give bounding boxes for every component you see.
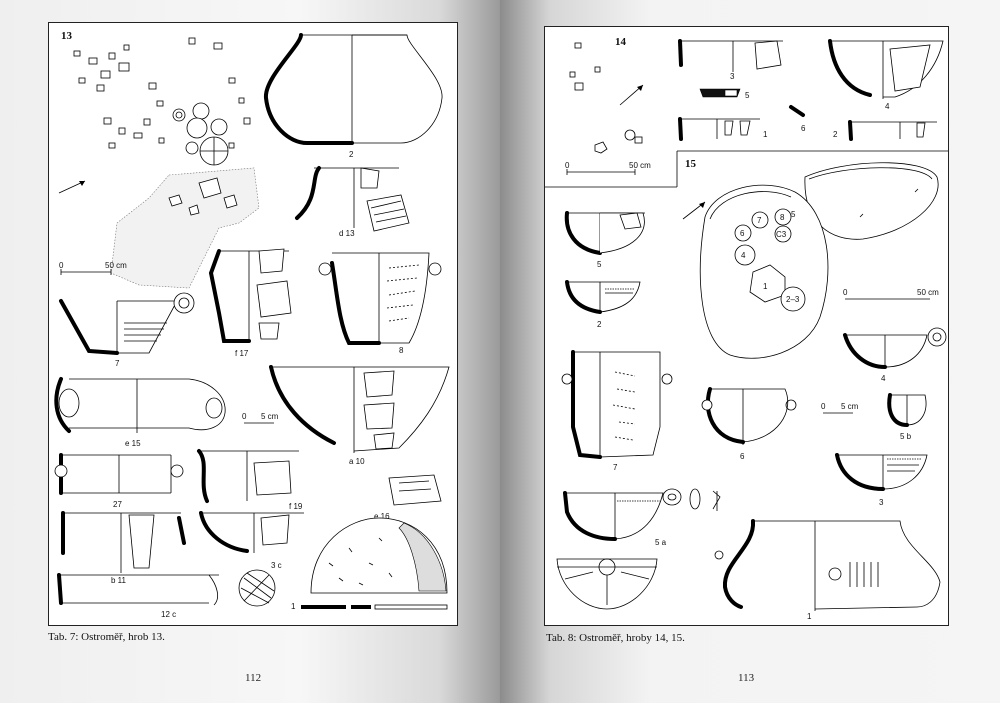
plate-caption-tab-7: Tab. 7: Ostroměř, hrob 13. [48, 631, 165, 643]
vessel-b11: b 11 [61, 511, 186, 585]
svg-text:b 11: b 11 [111, 576, 127, 585]
svg-text:0: 0 [821, 402, 826, 411]
svg-text:5: 5 [791, 210, 796, 219]
svg-text:7: 7 [115, 359, 120, 368]
vessel-d13: d 13 [295, 166, 410, 238]
plate-tab-8-drawing: 14 0 50 cm 3 [545, 36, 948, 621]
svg-text:8: 8 [780, 213, 785, 222]
plate-tab-7: 13 [48, 22, 458, 626]
vessel-7: 7 [59, 292, 195, 368]
vessel-14-2: 2 [833, 120, 937, 141]
scale-bar-50cm-b: 0 50 cm [843, 288, 939, 300]
svg-text:50 cm: 50 cm [629, 161, 651, 170]
svg-text:3: 3 [730, 72, 735, 81]
svg-text:7: 7 [757, 216, 762, 225]
vessel-15-5a-base [556, 558, 658, 610]
svg-text:a 10: a 10 [349, 457, 365, 466]
vessel-15-5: 5 [564, 211, 645, 269]
grave-15-plan: 7 8 6 C3 4 1 2–3 5 [682, 162, 939, 359]
right-page: 14 0 50 cm 3 [500, 0, 1000, 703]
vessel-14-4: 4 [828, 39, 944, 111]
plate-number-15: 15 [685, 158, 697, 170]
svg-text:2: 2 [833, 130, 838, 139]
vessel-1: 1 [291, 517, 448, 611]
svg-text:12 c: 12 c [161, 610, 176, 619]
grave-13-plan [58, 37, 260, 289]
svg-text:e 15: e 15 [125, 439, 141, 448]
svg-text:5 cm: 5 cm [841, 402, 859, 411]
vessel-e16: e 16 [374, 474, 442, 521]
svg-text:1: 1 [763, 130, 768, 139]
vessel-f19: f 19 [197, 449, 303, 511]
svg-text:f 17: f 17 [235, 349, 249, 358]
svg-text:7: 7 [613, 463, 618, 472]
vessel-12c: 12 c [57, 573, 219, 619]
vessel-15-5b: 5 b [887, 393, 927, 441]
page-number-right: 113 [738, 672, 755, 684]
vessel-27: 27 [54, 453, 184, 509]
svg-text:0: 0 [565, 161, 570, 170]
svg-text:8: 8 [399, 346, 404, 355]
svg-text:0: 0 [59, 261, 64, 270]
left-page: 13 [0, 0, 500, 703]
svg-text:2–3: 2–3 [786, 295, 800, 304]
vessel-15-7: 7 [561, 350, 673, 472]
vessel-e15: e 15 [54, 377, 226, 448]
plate-caption-tab-8: Tab. 8: Ostroměř, hroby 14, 15. [546, 632, 685, 644]
page-number-left: 112 [245, 672, 262, 684]
scale-bar-5cm-b: 0 5 cm [821, 402, 859, 414]
grave-14-plan: 0 50 cm [565, 42, 651, 175]
svg-text:5: 5 [597, 260, 602, 269]
svg-text:1: 1 [291, 602, 296, 611]
svg-text:e 16: e 16 [374, 512, 390, 521]
svg-text:C3: C3 [776, 230, 787, 239]
vessel-15-4: 4 [843, 327, 947, 383]
vessel-3c: 3 c [199, 511, 304, 607]
vessel-15-6: 6 [701, 387, 797, 461]
svg-text:3 c: 3 c [271, 561, 282, 570]
svg-text:27: 27 [113, 500, 122, 509]
svg-text:1: 1 [763, 282, 768, 291]
svg-text:50 cm: 50 cm [105, 261, 127, 270]
vessel-15-5a: 5 a [563, 488, 721, 547]
svg-text:6: 6 [740, 452, 745, 461]
svg-text:6: 6 [740, 229, 745, 238]
vessel-15-2: 2 [565, 280, 641, 329]
scale-bar-5cm: 0 5 cm [242, 412, 279, 424]
scale-bar-50cm: 0 50 cm [59, 261, 127, 275]
svg-text:3: 3 [879, 498, 884, 507]
svg-text:5: 5 [745, 91, 750, 100]
vessel-8: 8 [318, 252, 442, 355]
svg-text:50 cm: 50 cm [917, 288, 939, 297]
vessel-14-5: 5 [699, 88, 750, 100]
svg-text:d 13: d 13 [339, 229, 355, 238]
svg-text:6: 6 [801, 124, 806, 133]
svg-text:2: 2 [349, 150, 354, 159]
vessel-f17: f 17 [208, 248, 292, 358]
vessel-14-3: 3 [678, 39, 783, 81]
svg-text:5 b: 5 b [900, 432, 912, 441]
svg-text:2: 2 [597, 320, 602, 329]
svg-text:4: 4 [885, 102, 890, 111]
vessel-15-1: 1 [714, 519, 941, 621]
svg-text:4: 4 [741, 251, 746, 260]
svg-text:5 cm: 5 cm [261, 412, 279, 421]
vessel-14-6: 6 [789, 105, 806, 133]
svg-text:5 a: 5 a [655, 538, 667, 547]
svg-text:f 19: f 19 [289, 502, 303, 511]
svg-text:0: 0 [242, 412, 247, 421]
vessel-a10: a 10 [269, 365, 450, 466]
svg-text:4: 4 [881, 374, 886, 383]
svg-text:1: 1 [807, 612, 812, 621]
plate-number-14: 14 [615, 36, 627, 48]
plate-number-13: 13 [61, 30, 73, 42]
svg-text:0: 0 [843, 288, 848, 297]
vessel-15-3: 3 [835, 453, 928, 507]
plate-tab-7-drawing: 13 [54, 30, 450, 619]
vessel-14-1: 1 [678, 117, 768, 141]
vessel-2: 2 [264, 33, 443, 159]
plate-tab-8: 14 0 50 cm 3 [544, 26, 949, 626]
